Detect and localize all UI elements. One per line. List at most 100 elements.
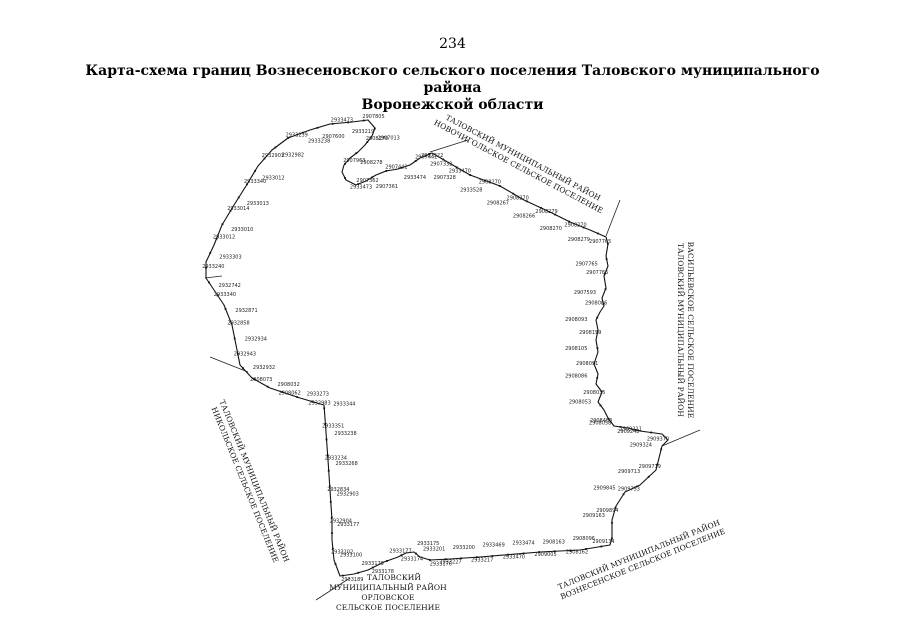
- boundary-turn-mark: [386, 560, 388, 562]
- boundary-turn-mark: [233, 337, 236, 340]
- boundary-point-label: 2907332: [430, 162, 452, 168]
- boundary-point-label: 2908062: [279, 391, 301, 397]
- boundary-point-label: 2908270: [564, 222, 586, 228]
- boundary-turn-mark: [600, 545, 603, 548]
- boundary-point-label: 2933474: [404, 175, 426, 181]
- boundary-turn-mark: [263, 157, 266, 160]
- boundary-point-label: 2909005: [534, 552, 556, 558]
- boundary-point-label: 2933303: [219, 254, 241, 260]
- boundary-turn-mark: [237, 196, 240, 199]
- boundary-point-label: 2932858: [227, 320, 249, 326]
- boundary-turn-mark: [469, 174, 472, 176]
- boundary-point-label: 2908159: [579, 330, 601, 336]
- boundary-point-label: 2932983: [308, 401, 330, 407]
- map-title-line2: Воронежской области: [361, 97, 544, 113]
- boundary-point-label: 2933351: [322, 424, 344, 430]
- boundary-point-label: 2907593: [574, 290, 596, 296]
- boundary-turn-mark: [647, 475, 650, 478]
- boundary-turn-mark: [498, 185, 501, 187]
- boundary-point-label: 2908266: [513, 214, 535, 220]
- boundary-point-label: 2908032: [278, 382, 300, 388]
- boundary-point-label: 2932834: [327, 487, 349, 493]
- boundary-point-label: 2908267: [487, 200, 509, 206]
- boundary-turn-mark: [622, 493, 625, 496]
- boundary-turn-mark: [362, 119, 365, 122]
- boundary-turn-mark: [400, 166, 403, 169]
- boundary-turn-mark: [224, 308, 227, 310]
- boundary-point-label: 2933470: [503, 555, 525, 561]
- boundary-turn-mark: [611, 537, 613, 540]
- boundary-turn-mark: [341, 574, 344, 577]
- boundary-turn-mark: [324, 423, 327, 425]
- boundary-point-label: 2932903: [262, 153, 284, 159]
- boundary-point-label: 2907013: [378, 136, 400, 142]
- boundary-turn-mark: [334, 563, 337, 565]
- boundary-turn-mark: [400, 554, 403, 557]
- boundary-turn-mark: [331, 532, 333, 534]
- boundary-point-label: 2909719: [639, 464, 661, 470]
- boundary-turn-mark: [357, 183, 360, 185]
- boundary-point-label: 2933177: [389, 549, 411, 555]
- neighbor-label-orlovsk-line4: СЕЛЬСКОЕ ПОСЕЛЕНИЕ: [336, 603, 440, 612]
- boundary-point-label: 2909370: [647, 436, 669, 442]
- boundary-turn-mark: [660, 448, 663, 451]
- boundary-turn-mark: [385, 170, 388, 172]
- neighbor-line-nw: [429, 139, 469, 153]
- boundary-point-label: 2933239: [286, 132, 308, 138]
- boundary-turn-mark: [635, 485, 638, 488]
- boundary-point-label: 2933474: [512, 541, 534, 547]
- boundary-turn-mark: [287, 137, 289, 139]
- map-title-line1: Карта-схема границ Вознесеновского сельс…: [85, 63, 820, 96]
- neighbor-line-e: [661, 429, 701, 447]
- boundary-point-label: 2933238: [308, 139, 330, 145]
- map-title: Карта-схема границ Вознесеновского сельс…: [80, 63, 825, 114]
- boundary-point-label: 2932934: [245, 337, 267, 343]
- boundary-point-label: 2933217: [471, 557, 493, 563]
- boundary-turn-mark: [664, 436, 667, 439]
- boundary-point-label: 2908035: [583, 390, 605, 396]
- boundary-turn-mark: [414, 160, 417, 162]
- boundary-turn-mark: [274, 146, 277, 149]
- boundary-point-label: 2908270: [366, 136, 388, 142]
- boundary-point-label: 2933340: [214, 292, 236, 298]
- page-number: 234: [439, 36, 466, 52]
- boundary-turn-mark: [330, 516, 333, 519]
- boundary-turn-mark: [460, 557, 463, 560]
- boundary-point-label: 2933178: [372, 569, 394, 575]
- boundary-point-label: 2907963: [343, 158, 365, 164]
- boundary-turn-mark: [357, 571, 360, 574]
- boundary-turn-mark: [428, 153, 431, 155]
- boundary-point-label: 2907765: [586, 270, 608, 276]
- boundary-turn-mark: [373, 127, 376, 130]
- boundary-turn-mark: [569, 549, 572, 552]
- boundary-turn-mark: [442, 158, 445, 161]
- boundary-point-label: 2908105: [565, 346, 587, 352]
- boundary-point-label: 2909211: [620, 426, 642, 432]
- boundary-turn-mark: [331, 122, 334, 125]
- boundary-point-label: 2933344: [333, 401, 355, 407]
- boundary-turn-mark: [593, 362, 596, 364]
- boundary-point-label: 2908270: [507, 195, 529, 201]
- boundary-point-label: 2907442: [385, 165, 407, 171]
- boundary-turn-mark: [596, 347, 599, 349]
- neighbor-label-voznesen: ТАЛОВСКИЙ МУНИЦИПАЛЬНЫЙ РАЙОН ВОЗНЕСЕНСК…: [557, 518, 727, 602]
- boundary-turn-mark: [568, 220, 570, 223]
- boundary-turn-mark: [607, 417, 610, 420]
- boundary-turn-mark: [205, 266, 207, 269]
- boundary-turn-mark: [582, 226, 585, 229]
- neighbor-label-orlovsk-line2: МУНИЦИПАЛЬНЫЙ РАЙОН: [329, 583, 447, 592]
- boundary-turn-mark: [596, 316, 599, 319]
- boundary-point-label: 2909134: [592, 539, 614, 545]
- boundary-point-label: 2907322: [421, 153, 443, 159]
- boundary-turn-mark: [344, 162, 346, 165]
- boundary-turn-mark: [656, 463, 659, 466]
- boundary-turn-mark: [475, 556, 478, 559]
- boundary-turn-mark: [596, 377, 599, 379]
- boundary-point-label: 2908163: [543, 540, 565, 546]
- boundary-point-label: 2907328: [434, 175, 456, 181]
- boundary-point-label: 2907765: [589, 239, 611, 245]
- boundary-point-labels: 2907600293347329332192907805290701329082…: [202, 114, 669, 583]
- boundary-turn-mark: [236, 353, 239, 355]
- boundary-point-label: 2908096: [573, 536, 595, 542]
